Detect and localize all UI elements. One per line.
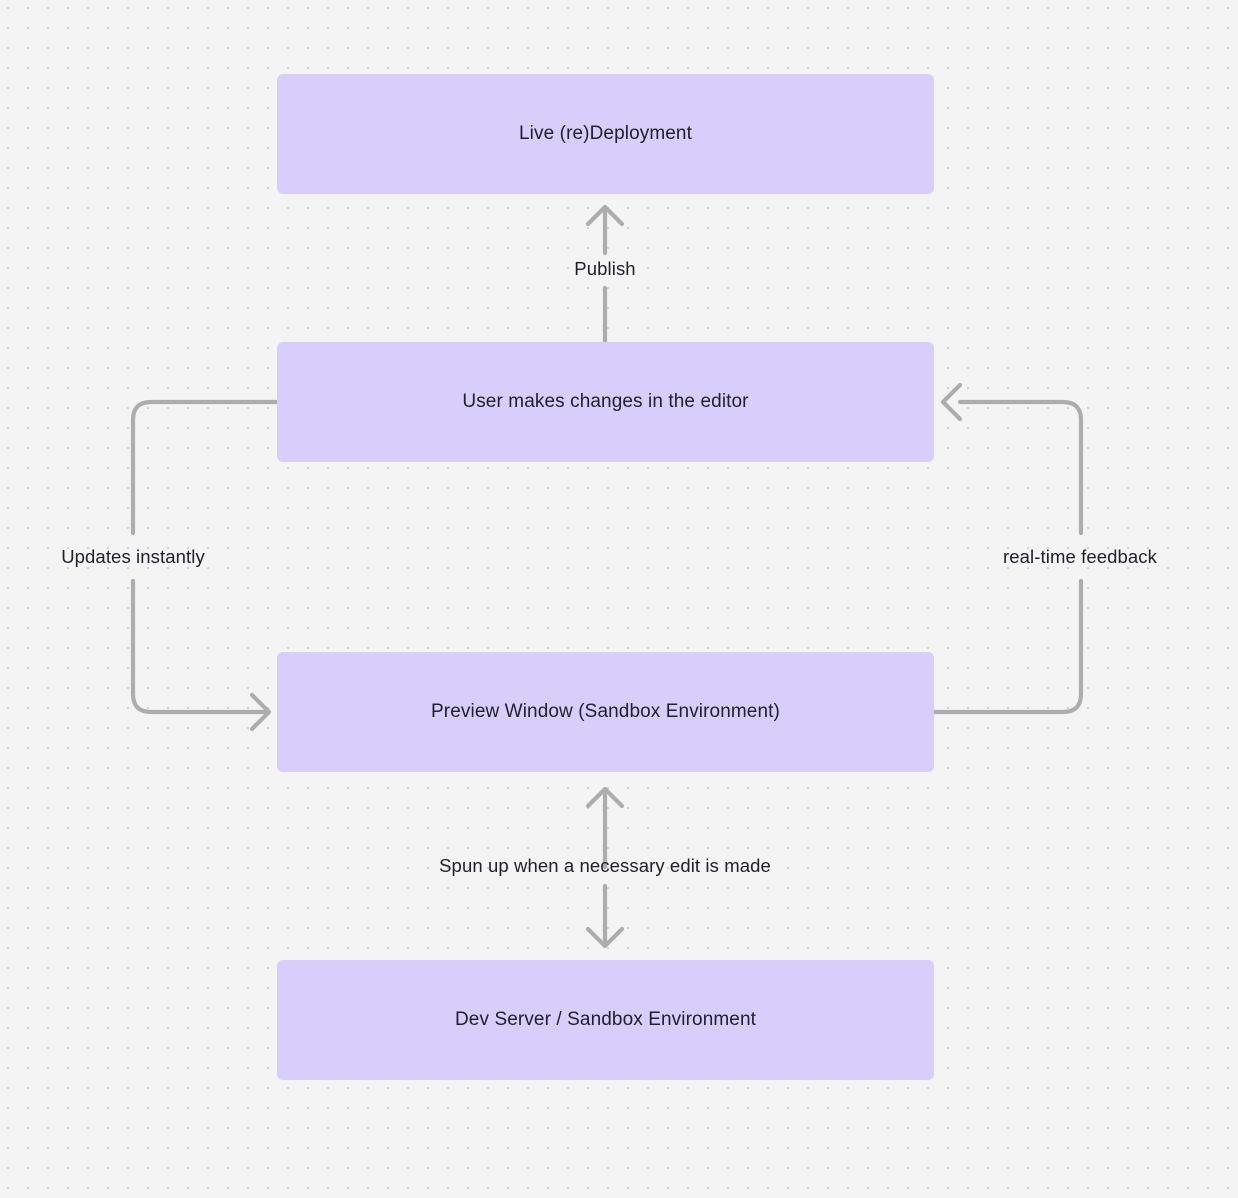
edge-label-publish: Publish — [569, 255, 641, 283]
node-label: Preview Window (Sandbox Environment) — [431, 701, 780, 723]
node-dev-server[interactable]: Dev Server / Sandbox Environment — [277, 960, 934, 1080]
arrowhead-up — [585, 786, 625, 809]
node-live-deployment[interactable]: Live (re)Deployment — [277, 74, 934, 194]
arrowhead-left — [940, 382, 963, 422]
node-label: Dev Server / Sandbox Environment — [454, 1009, 756, 1031]
edge-label-real-time-feedback: real-time feedback — [1003, 545, 1157, 567]
node-user-edits[interactable]: User makes changes in the editor — [277, 342, 934, 462]
node-preview-window[interactable]: Preview Window (Sandbox Environment) — [277, 652, 934, 772]
edge-label-spun-up: Spun up when a necessary edit is made — [439, 854, 771, 876]
arrowhead-down — [585, 926, 625, 949]
arrowhead-up — [585, 204, 625, 227]
node-label: User makes changes in the editor — [462, 391, 749, 413]
edge-label-updates-instantly: Updates instantly — [61, 545, 205, 567]
node-label: Live (re)Deployment — [519, 123, 692, 145]
arrowhead-right — [249, 692, 272, 732]
